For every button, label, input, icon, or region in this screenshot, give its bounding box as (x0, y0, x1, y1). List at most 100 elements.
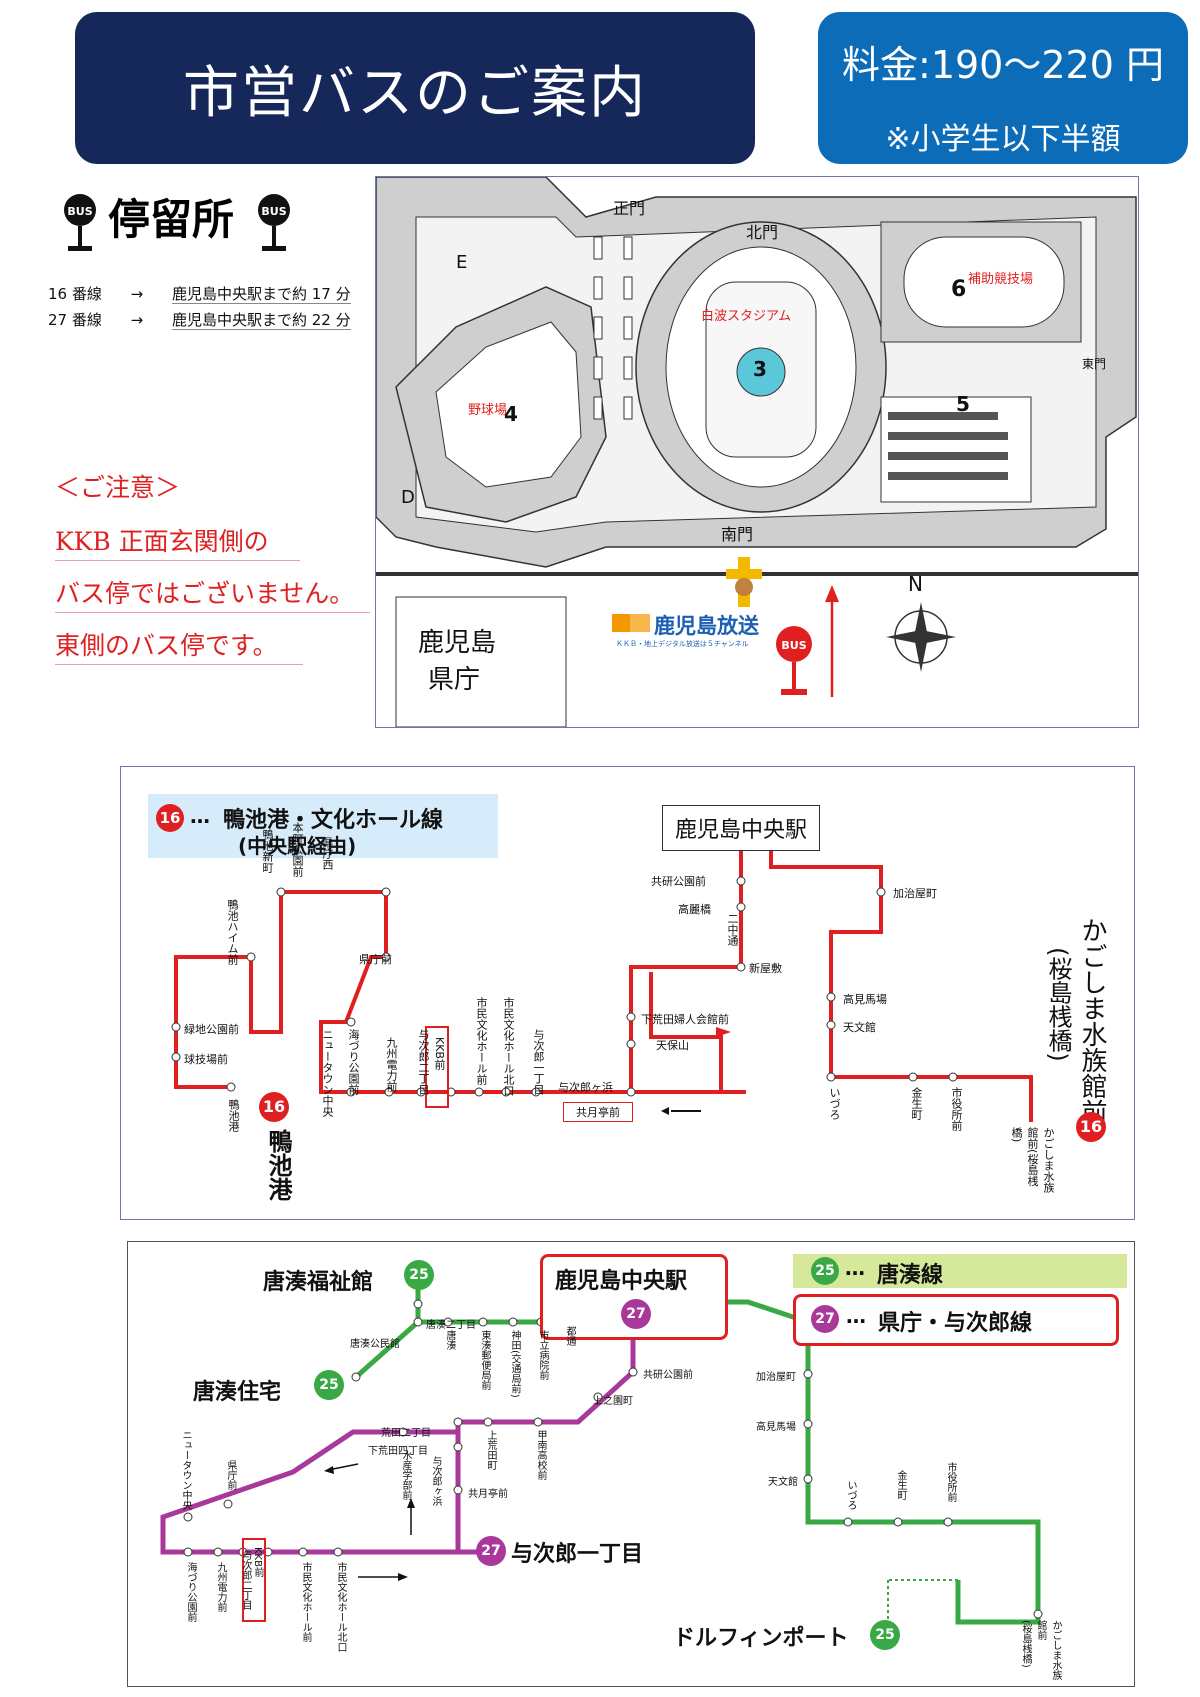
stop-label: 天保山 (656, 1039, 689, 1052)
gate-main-label: 正門 (613, 199, 646, 218)
fare-note: ※小学生以下半額 (885, 122, 1121, 157)
terminal-aquarium-sub: (桜島桟橋) (1044, 947, 1072, 1062)
stop-label: 高見馬場 (843, 993, 887, 1006)
stop-label: 九州電力前 (385, 1037, 398, 1092)
route-27-legend: 27 … 県庁・与次郎線 (793, 1294, 1119, 1346)
route-25-badge: 25 (314, 1370, 344, 1400)
tosou-jutaku-label: 唐湊住宅 (193, 1380, 282, 1405)
stop-label: 与次郎ヶ浜 (430, 1456, 441, 1506)
gate-east-label: 東門 (1082, 357, 1107, 371)
notice-heading: ＜ご注意＞ (55, 473, 181, 502)
stop-label: 市役所前 (945, 1462, 956, 1502)
terminal-kamoike: 鴨池港 (264, 1129, 292, 1201)
gate-north-label: 北門 (746, 223, 779, 242)
gate-south-label: 南門 (721, 525, 754, 544)
stop-label: 市民文化ホール前 (475, 997, 488, 1085)
stop-label: 二中通 (726, 913, 739, 946)
venue-map: BUS 正門 北門 南門 東門 E D 3 4 5 6 白波スタジアム 野球場 … (375, 176, 1139, 728)
stop-label: 共月亭前 (563, 1102, 633, 1122)
stop-label: 金生町 (895, 1470, 906, 1500)
route-27-badge: 27 (621, 1299, 651, 1329)
route-25-name: 唐湊線 (877, 1263, 944, 1288)
stop-label: 唐湊公民館 (350, 1339, 400, 1350)
kkb-highlight (242, 1538, 266, 1622)
stop-label: 加治屋町 (756, 1372, 796, 1383)
tosou-fukushi-label: 唐湊福祉館 (263, 1270, 374, 1295)
route-16-legend: 16 … 鴨池港・文化ホール線 (中央駅経由) (148, 794, 498, 858)
stop-label: 新屋敷 (749, 962, 782, 975)
notice-line-2: バス停ではございません。 (55, 574, 370, 613)
stop-label: 上荒田町 (485, 1430, 496, 1470)
dolphin-port-label: ドルフィンポート (673, 1626, 849, 1651)
route-16-name: 鴨池港・文化ホール線 (223, 808, 444, 833)
gym-number: 5 (956, 392, 970, 416)
bus-stop-heading-graphic: BUS 停留所 BUS (64, 194, 290, 251)
stop-label: 荒田二丁目 (381, 1428, 431, 1439)
stop-label: 与次郎二丁目 (417, 1029, 430, 1095)
stop-label: 緑地公園前 (184, 1023, 239, 1036)
stop-label: 市役所前 (950, 1087, 963, 1131)
svg-text:BUS: BUS (67, 205, 92, 218)
stop-label: 海づり公園前 (347, 1029, 360, 1095)
stop-label: 市民文化ホール北口 (502, 997, 515, 1096)
prefectural-office-block (395, 596, 567, 727)
fare-text: 料金:190〜220 円 (842, 43, 1164, 87)
stop-label: かごしま水族館前 (1035, 1620, 1061, 1680)
stop-label: 市立病院前 (537, 1330, 548, 1380)
stop-label: 唐湊 (444, 1330, 455, 1350)
stop-label: いづろ (828, 1087, 841, 1120)
stop-label: 下荒田四丁目 (368, 1446, 428, 1457)
stop-label: 金生町 (910, 1087, 923, 1120)
route-27-time: 27 番線 → 鹿児島中央駅まで約 22 分 (48, 311, 351, 330)
venue-map-drawing: BUS (376, 177, 1138, 727)
route-16-badge-left: 16 (259, 1092, 289, 1122)
stop-label: 水産学部前 (400, 1450, 411, 1500)
stop-label: 与次郎一丁目 (532, 1029, 545, 1095)
bus-stop-heading: BUS 停留所 BUS (58, 190, 348, 260)
baseball-label: 野球場 (468, 403, 508, 418)
central-station-box: 鹿児島中央駅 (662, 805, 821, 851)
stop-label: 鴨池ハイム前 (226, 899, 239, 965)
pref-office-label-2: 県庁 (428, 665, 481, 695)
stop-label: 天文館 (768, 1477, 798, 1488)
stop-label: 球技場前 (184, 1053, 228, 1066)
stop-label: 与次郎ヶ浜 (558, 1081, 613, 1094)
kkb-stop-label: KKB前 (433, 1037, 446, 1070)
route-27-diagram: 25 … 唐湊線 27 … 県庁・与次郎線 鹿児島中央駅 27 唐湊福祉館 25… (127, 1241, 1135, 1687)
stop-label: 海づり公園前 (185, 1562, 196, 1622)
bus-stop-marker-icon: BUS (776, 626, 812, 695)
stop-label: 与次郎二丁目 (240, 1550, 251, 1610)
plaza-pillars (593, 236, 633, 420)
pref-office-label-1: 鹿児島 (418, 628, 497, 658)
route-16-sub: (中央駅経由) (238, 834, 357, 858)
area-e-label: E (456, 252, 468, 273)
bus-sign-icon: BUS (64, 194, 96, 251)
stop-label: 神田(交通局前) (509, 1330, 520, 1398)
stop-label: 鴨池港 (227, 1099, 240, 1132)
route-16-badge: 16 (156, 804, 184, 832)
stop-label: 加治屋町 (893, 887, 937, 900)
title-banner: 市営バスのご案内 (75, 12, 755, 164)
stadium-number: 3 (753, 357, 767, 381)
stop-label: 共研公園前 (643, 1370, 693, 1381)
stop-label: 高見馬場 (756, 1422, 796, 1433)
bus-sign-icon: BUS (258, 194, 290, 251)
route-25-badge: 25 (870, 1620, 900, 1650)
stop-label: いづろ (845, 1480, 856, 1510)
kkb-highlight (425, 1026, 449, 1108)
stop-label: ニュータウン中央 (180, 1430, 191, 1510)
stop-label: 下荒田婦人会館前 (641, 1013, 729, 1026)
route-27-name: 県庁・与次郎線 (878, 1311, 1033, 1336)
route-25-badge: 25 (404, 1260, 434, 1290)
stop-label: 九州電力前 (215, 1562, 226, 1612)
notice-line-1: KKB 正面玄関側の (55, 522, 300, 561)
route-16-time: 16 番線 → 鹿児島中央駅まで約 17 分 (48, 285, 351, 304)
stop-label: 唐湊二丁目 (426, 1320, 476, 1331)
stop-label: 県庁西 (321, 837, 334, 870)
stop-label: (桜島桟橋) (1020, 1620, 1031, 1668)
svg-text:BUS: BUS (781, 639, 806, 652)
stop-label: 市民文化ホール前 (300, 1562, 311, 1642)
kkb-logo-subtext: ＫＫＢ・地上デジタル放送は５チャンネル (616, 640, 749, 648)
fare-banner: 料金:190〜220 円 ※小学生以下半額 (818, 12, 1188, 164)
route-16-diagram: 16 … 鴨池港・文化ホール線 (中央駅経由) 鹿児島中央駅 かごしま水族館前 … (120, 766, 1135, 1220)
